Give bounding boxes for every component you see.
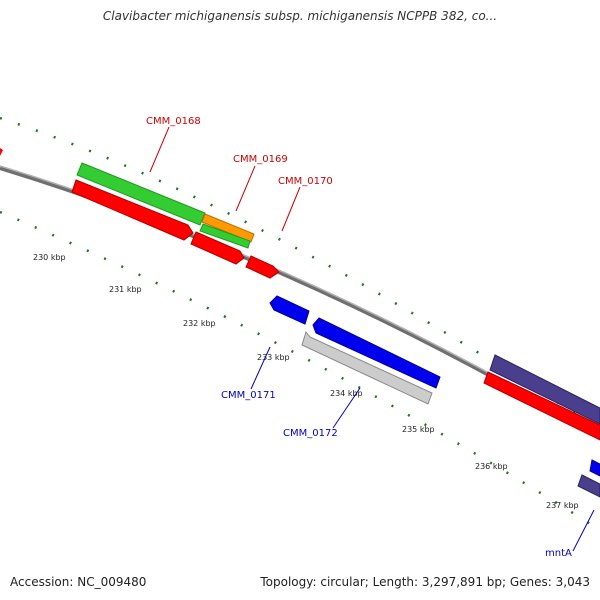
kbp-label: 237 kbp [546, 501, 579, 510]
gene-label[interactable]: CMM_0171 [221, 390, 276, 401]
gene-feature-red-edge[interactable] [0, 148, 3, 156]
label-leader [281, 186, 301, 232]
outer-tick-track [0, 116, 600, 432]
gene-label[interactable]: CMM_0168 [146, 116, 201, 127]
gene-label[interactable]: CMM_0169 [233, 154, 288, 165]
label-leader [149, 126, 170, 173]
label-leader [572, 509, 595, 552]
gene-feature-navy[interactable] [577, 474, 600, 498]
gene-feature-red[interactable] [71, 179, 194, 241]
kbp-label: 231 kbp [109, 285, 142, 294]
kbp-label: 234 kbp [330, 389, 363, 398]
gene-label[interactable]: CMM_0170 [278, 176, 333, 187]
kbp-label: 236 kbp [475, 462, 508, 471]
gene-feature-red[interactable] [245, 255, 280, 279]
gene-feature-green[interactable] [76, 162, 206, 226]
gene-feature-blue[interactable] [269, 295, 310, 325]
gene-feature-green-small[interactable] [199, 223, 251, 249]
gene-label[interactable]: CMM_0172 [283, 428, 338, 439]
label-leader [235, 165, 256, 212]
gene-feature-red[interactable] [483, 371, 600, 441]
gene-label[interactable]: mntA [545, 548, 572, 559]
kbp-label: 230 kbp [33, 253, 66, 262]
kbp-label: 235 kbp [402, 425, 435, 434]
gene-feature-red[interactable] [190, 231, 245, 265]
gene-feature-navy[interactable] [489, 354, 600, 425]
gene-feature-blue[interactable] [589, 459, 600, 477]
accession-text: Accession: NC_009480 [10, 575, 147, 589]
backbone [0, 166, 600, 440]
kbp-label: 233 kbp [257, 353, 290, 362]
map-title: Clavibacter michiganensis subsp. michiga… [102, 9, 498, 23]
gene-feature-orange[interactable] [201, 213, 255, 243]
label-leader [250, 346, 271, 390]
topology-text: Topology: circular; Length: 3,297,891 bp… [260, 575, 590, 589]
label-leader [332, 387, 361, 429]
gene-feature-blue[interactable] [312, 317, 441, 389]
kbp-label: 232 kbp [183, 319, 216, 328]
gene-feature-grey[interactable] [301, 330, 433, 405]
